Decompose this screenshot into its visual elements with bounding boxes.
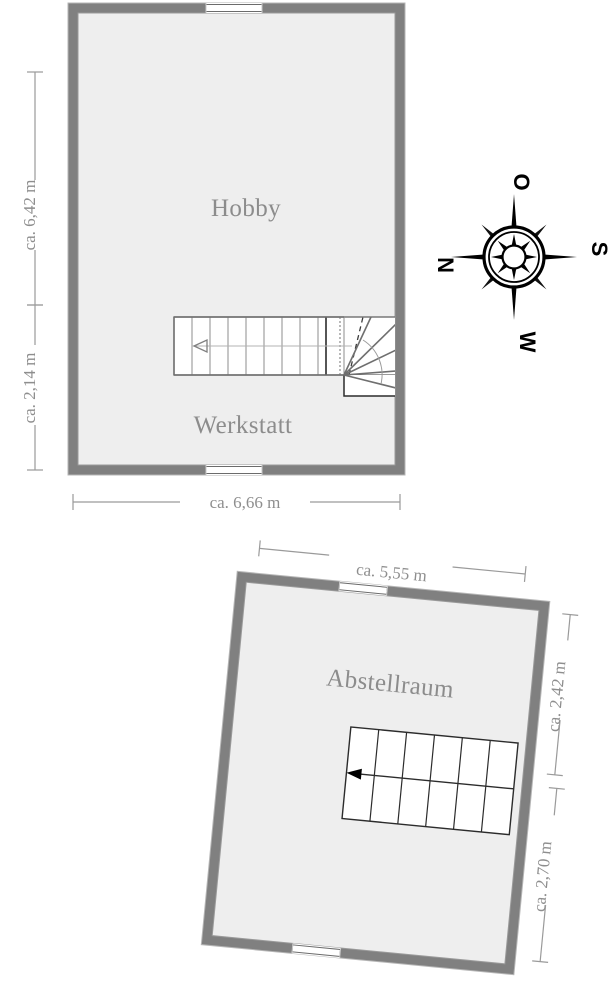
dimension-lower-top-555: [258, 540, 527, 583]
lower-stair-walking-line: [353, 772, 514, 790]
dimension-label-555: ca. 5,55 m: [355, 560, 427, 586]
stair-winder-area: [344, 375, 395, 396]
upper-staircase: [173, 316, 395, 397]
lower-plan-wall-inner-edge: [211, 581, 540, 965]
compass-rose: O S W N: [433, 173, 611, 352]
stair-winder-outline: [343, 375, 395, 397]
dimension-upper-left-214: [27, 304, 43, 471]
stair-direction-arrow: [192, 338, 208, 354]
compass-minor-spikes: [481, 224, 547, 290]
compass-hub: [501, 244, 527, 270]
compass-label-north: N: [433, 257, 458, 273]
dimension-lower-right-242: [546, 613, 579, 777]
stair-winder-treads: [343, 316, 395, 389]
upper-window-top: [205, 3, 263, 13]
lower-staircase: [341, 726, 519, 836]
dimension-label-242: ca. 2,42 m: [544, 660, 570, 732]
upper-plan: Hobby Werkstatt: [20, 2, 406, 512]
lower-plan-walls: [201, 571, 550, 975]
upper-plan-floor: [78, 13, 395, 465]
compass-label-west: W: [515, 332, 540, 353]
upper-window-bottom: [205, 465, 263, 475]
lower-stair-direction-arrow: [346, 768, 362, 780]
dimension-lower-right-270: [532, 787, 565, 963]
stair-walking-line-arc: [362, 339, 383, 385]
stair-cut-line: [348, 316, 364, 376]
lower-window-top: [338, 581, 389, 596]
dimension-label-270: ca. 2,70 m: [530, 840, 556, 912]
room-label-werkstatt: Werkstatt: [194, 412, 293, 439]
compass-inner-star: [491, 234, 537, 280]
dimension-label-214: ca. 2,14 m: [20, 353, 39, 424]
dimension-upper-bottom-666: [72, 494, 401, 510]
lower-window-bottom: [291, 943, 342, 958]
dimension-label-666: ca. 6,66 m: [210, 493, 281, 512]
compass-label-east: O: [509, 173, 534, 190]
dimension-label-642: ca. 6,42 m: [20, 180, 39, 251]
room-label-hobby: Hobby: [211, 195, 281, 222]
lower-plan: Abstellraum: [200, 570, 551, 976]
compass-major-spikes: [451, 194, 577, 320]
compass-label-south: S: [587, 242, 611, 257]
lower-plan-wall-outer-edge: [200, 570, 551, 976]
